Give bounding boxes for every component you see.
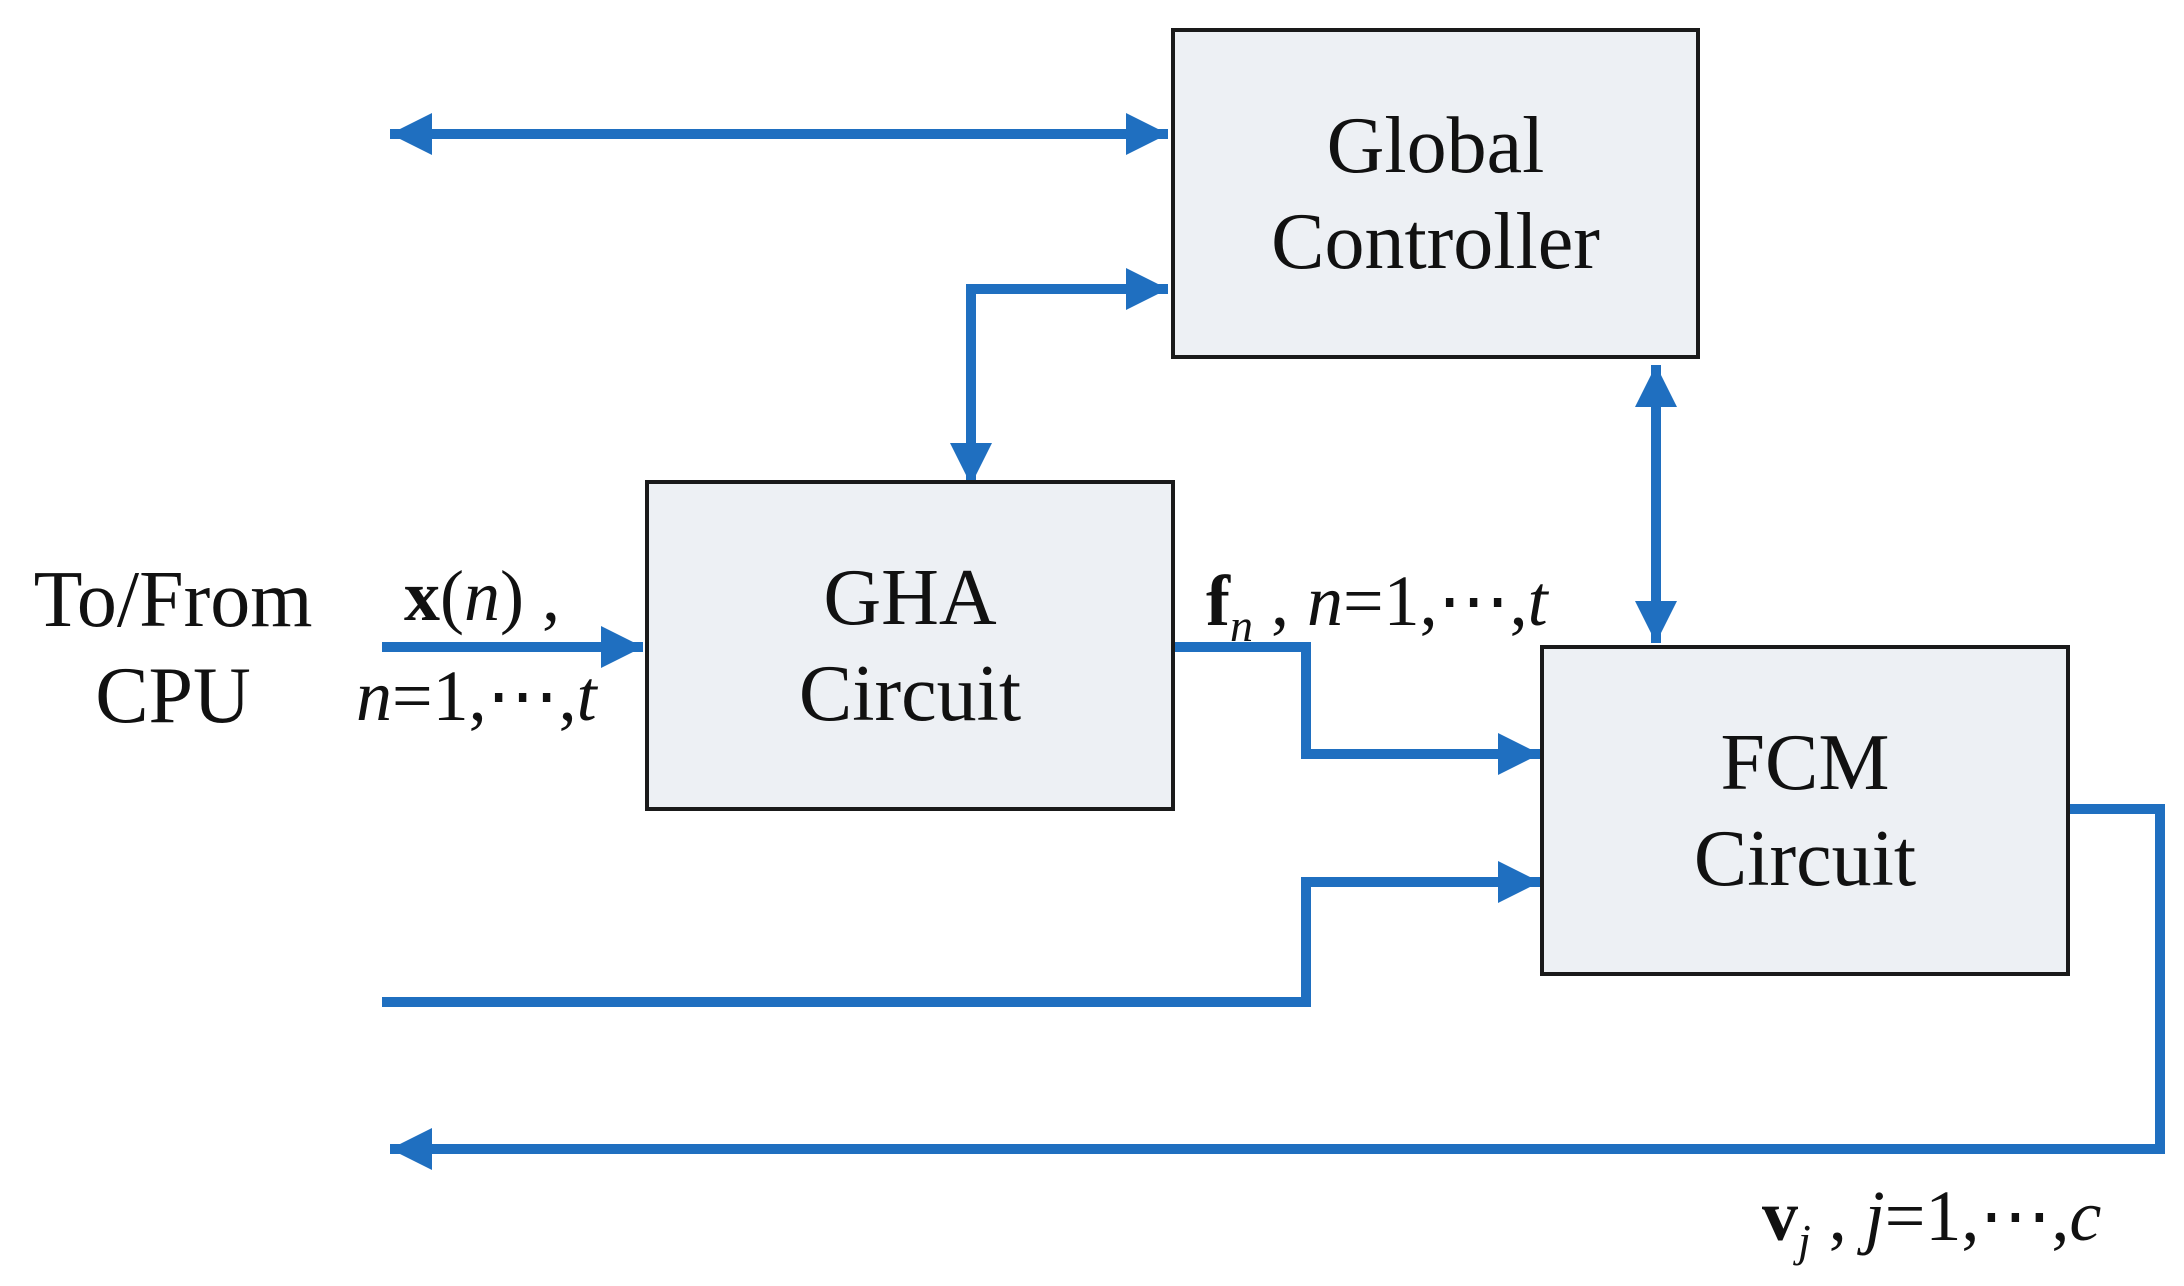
- gha-controller-link: [950, 268, 1168, 485]
- features-arrow: [1170, 642, 1540, 775]
- features-index: n: [1306, 561, 1343, 641]
- input-vector: x: [404, 556, 440, 636]
- cpu-label-line1: To/From: [33, 556, 313, 644]
- input-end: t: [576, 656, 597, 736]
- features-end: t: [1527, 561, 1548, 641]
- global-controller-line1: Global: [1326, 101, 1545, 190]
- centers-range: =1,⋯,: [1884, 1176, 2070, 1256]
- gha-line2: Circuit: [798, 649, 1022, 738]
- centers-end: c: [2069, 1176, 2102, 1256]
- features-range: =1,⋯,: [1342, 561, 1528, 641]
- centers-vector: v: [1762, 1176, 1798, 1256]
- features-vector: f: [1206, 561, 1230, 641]
- gha-line1: GHA: [823, 553, 997, 642]
- features-label: fn , n=1,⋯,t: [1206, 565, 1548, 649]
- fcm-line1: FCM: [1720, 718, 1890, 807]
- fcm-line2: Circuit: [1693, 814, 1917, 903]
- fcm-circuit-block: FCM Circuit: [1540, 645, 2070, 976]
- centers-index: j: [1864, 1176, 1885, 1256]
- cpu-label: To/From CPU: [18, 552, 328, 744]
- cpu-fcm-arrow: [382, 861, 1540, 1007]
- input-index: n: [356, 656, 392, 736]
- input-arg: n: [463, 556, 500, 636]
- centers-subscript: j: [1798, 1215, 1811, 1267]
- input-paren-open: (: [440, 556, 464, 636]
- cpu-label-line2: CPU: [95, 652, 251, 740]
- gha-circuit-block: GHA Circuit: [645, 480, 1175, 811]
- input-range-label: n=1,⋯,t: [356, 660, 597, 732]
- features-sep: ,: [1252, 561, 1307, 641]
- features-subscript: n: [1229, 600, 1253, 652]
- input-paren-close: ) ,: [499, 556, 560, 636]
- global-controller-line2: Controller: [1271, 197, 1600, 286]
- centers-output-arrow: [390, 804, 2165, 1170]
- input-signal-label: x(n) ,: [404, 560, 560, 632]
- centers-sep: ,: [1810, 1176, 1865, 1256]
- centers-label: vj , j=1,⋯,c: [1762, 1180, 2101, 1264]
- global-controller-block: Global Controller: [1171, 28, 1700, 359]
- input-range: =1,⋯,: [392, 656, 577, 736]
